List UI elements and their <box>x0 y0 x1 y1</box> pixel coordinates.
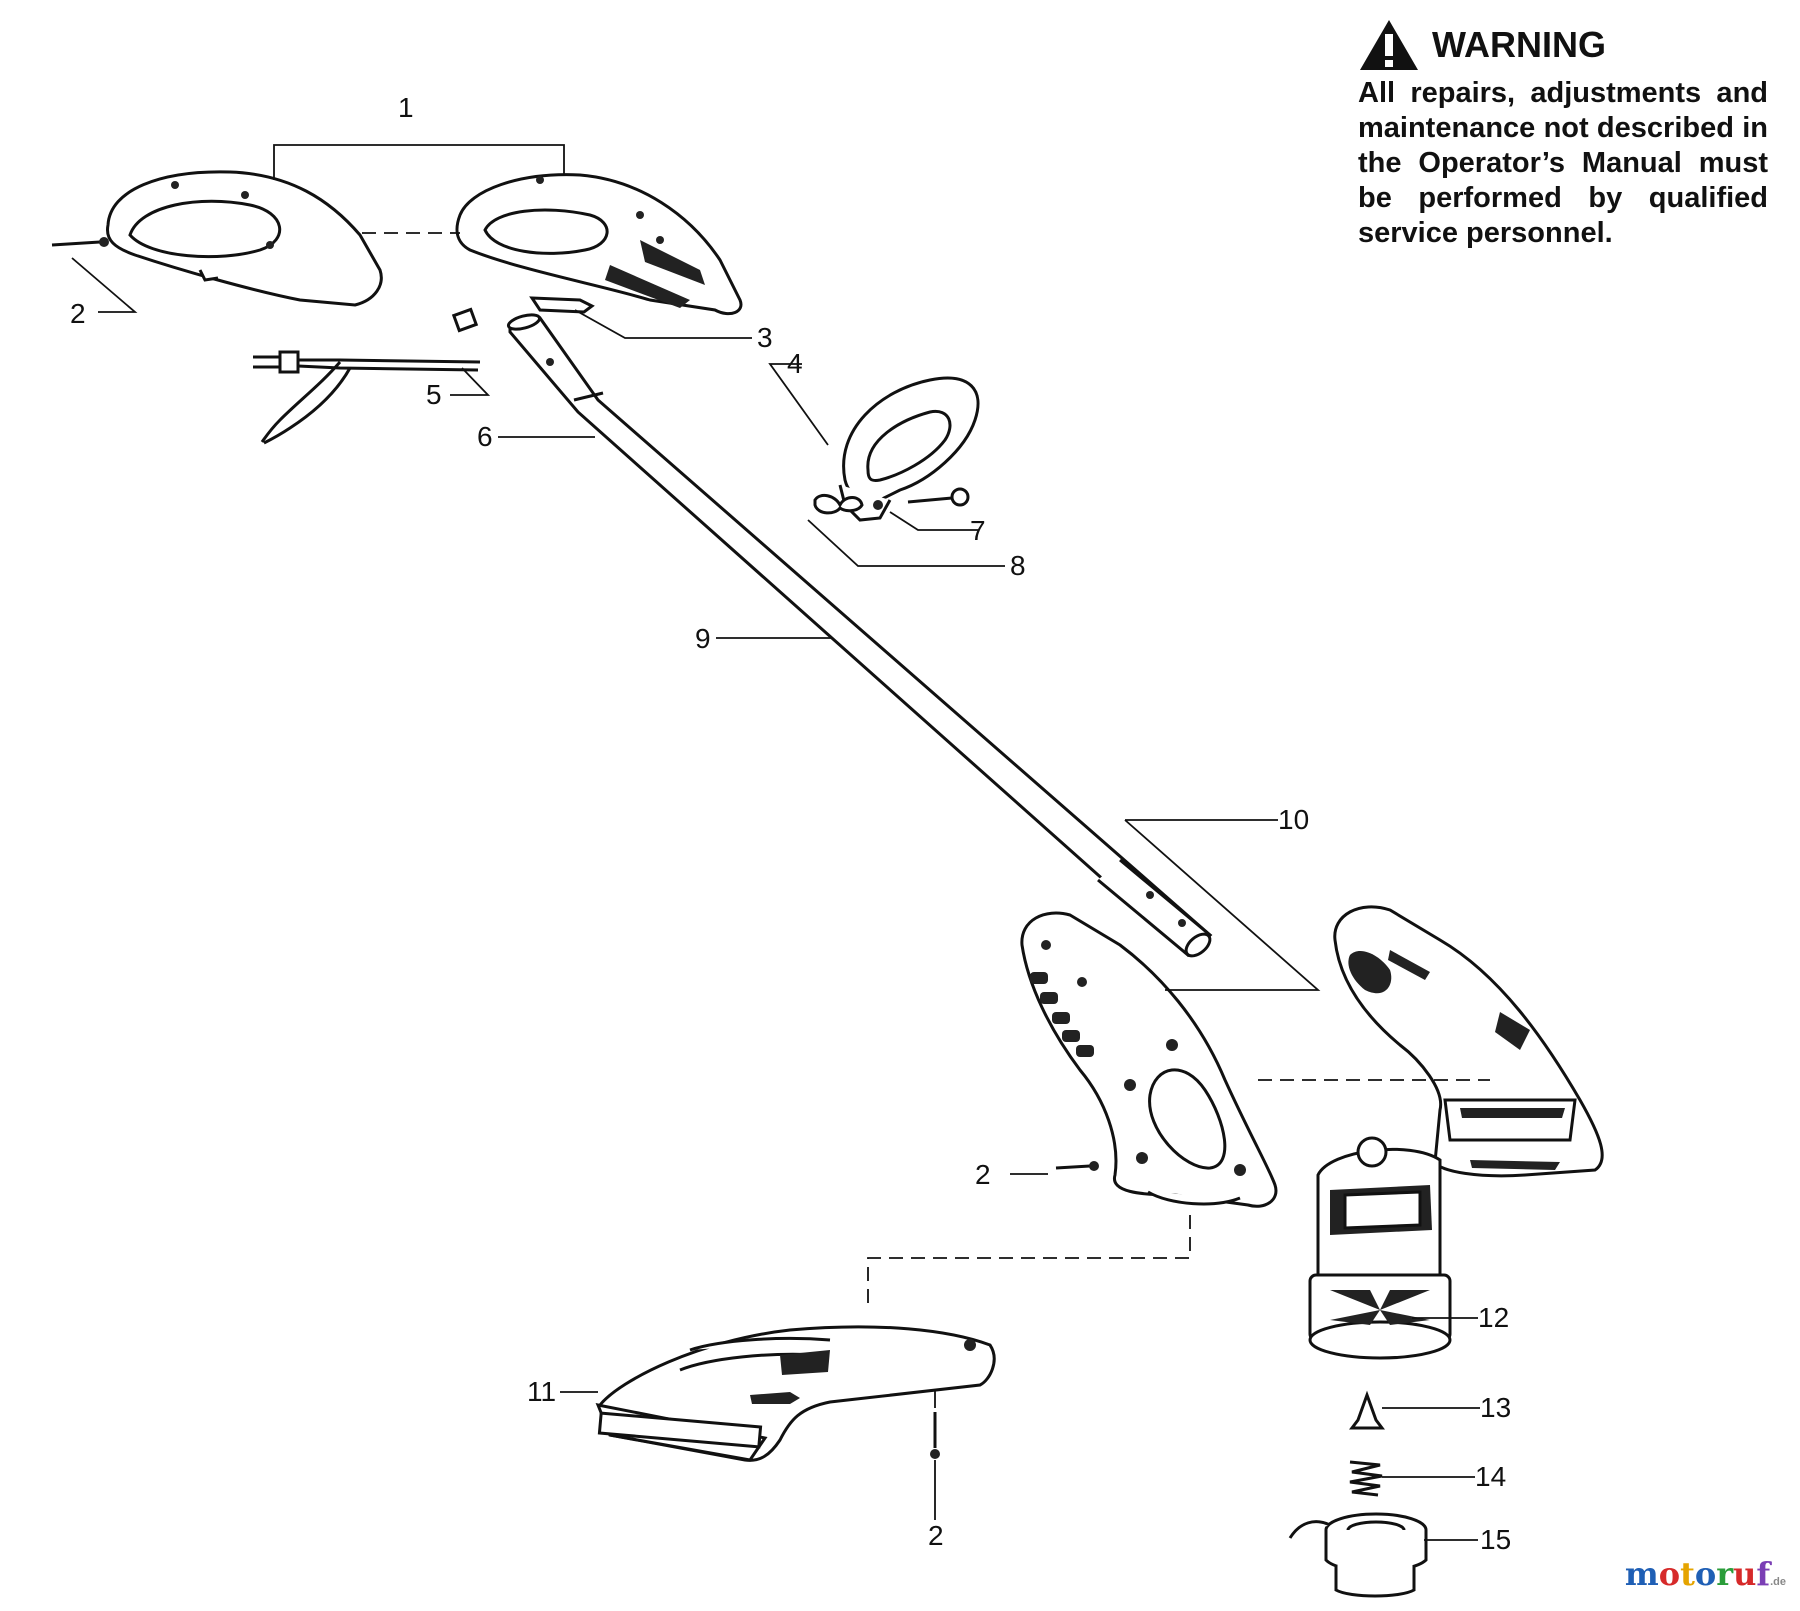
brand-letter: f <box>1756 1555 1771 1593</box>
part-1-handle-housing-right <box>455 173 743 316</box>
warning-header: WARNING <box>1358 18 1768 72</box>
callout-14: 14 <box>1475 1461 1506 1492</box>
warning-title: WARNING <box>1432 24 1606 65</box>
brand-name: motoruf <box>1625 1555 1770 1593</box>
part-2-screw-middle <box>1055 1161 1099 1171</box>
part-2-screw-upper <box>51 237 109 247</box>
callout-8: 8 <box>1010 550 1026 581</box>
brand-letter: r <box>1716 1555 1734 1593</box>
brand-suffix: .de <box>1770 1576 1786 1588</box>
callout-10: 10 <box>1278 804 1309 835</box>
warning-box: WARNING All repairs, adjustments and mai… <box>1358 18 1768 251</box>
part-10-motor-housing-right <box>1333 905 1604 1178</box>
callout-12: 12 <box>1478 1302 1509 1333</box>
part-3-switch <box>529 296 595 314</box>
callout-5: 5 <box>426 379 442 410</box>
callout-2-upper: 2 <box>70 298 86 329</box>
part-14-spring <box>1349 1460 1383 1497</box>
callout-6: 6 <box>477 421 493 452</box>
brand-letter: o <box>1658 1555 1681 1593</box>
part-2-screw-lower <box>930 1412 940 1459</box>
brand-letter: m <box>1624 1555 1659 1593</box>
brand-letter: u <box>1733 1555 1757 1593</box>
callout-1: 1 <box>398 92 414 123</box>
part-10-motor-housing-left <box>1020 911 1278 1208</box>
part-6-connector <box>451 307 479 333</box>
callout-4: 4 <box>787 348 803 379</box>
part-15-spool <box>1288 1512 1428 1598</box>
callout-3: 3 <box>757 322 773 353</box>
warning-text: All repairs, adjustments and maintenance… <box>1358 77 1768 249</box>
part-12-motor <box>1308 1136 1452 1360</box>
brand-letter: t <box>1680 1555 1695 1593</box>
brand-watermark: motoruf.de <box>1625 1555 1786 1593</box>
part-8-wing-nut <box>813 493 864 515</box>
callout-2-middle: 2 <box>975 1159 991 1190</box>
part-1-handle-housing-left <box>105 170 383 307</box>
callout-9: 9 <box>695 623 711 654</box>
callout-2-lower: 2 <box>928 1520 944 1551</box>
brand-letter: o <box>1694 1555 1717 1593</box>
part-5-power-cord <box>253 350 481 445</box>
callout-7: 7 <box>970 515 986 546</box>
warning-triangle-icon <box>1360 20 1418 70</box>
part-13-spool-nut <box>1349 1390 1385 1430</box>
part-7-bolt <box>907 487 970 507</box>
callout-15: 15 <box>1480 1524 1511 1555</box>
part-11-guard <box>595 1325 996 1462</box>
callout-11: 11 <box>527 1376 556 1407</box>
part-9-shaft <box>506 313 1213 958</box>
callout-13: 13 <box>1480 1392 1511 1423</box>
